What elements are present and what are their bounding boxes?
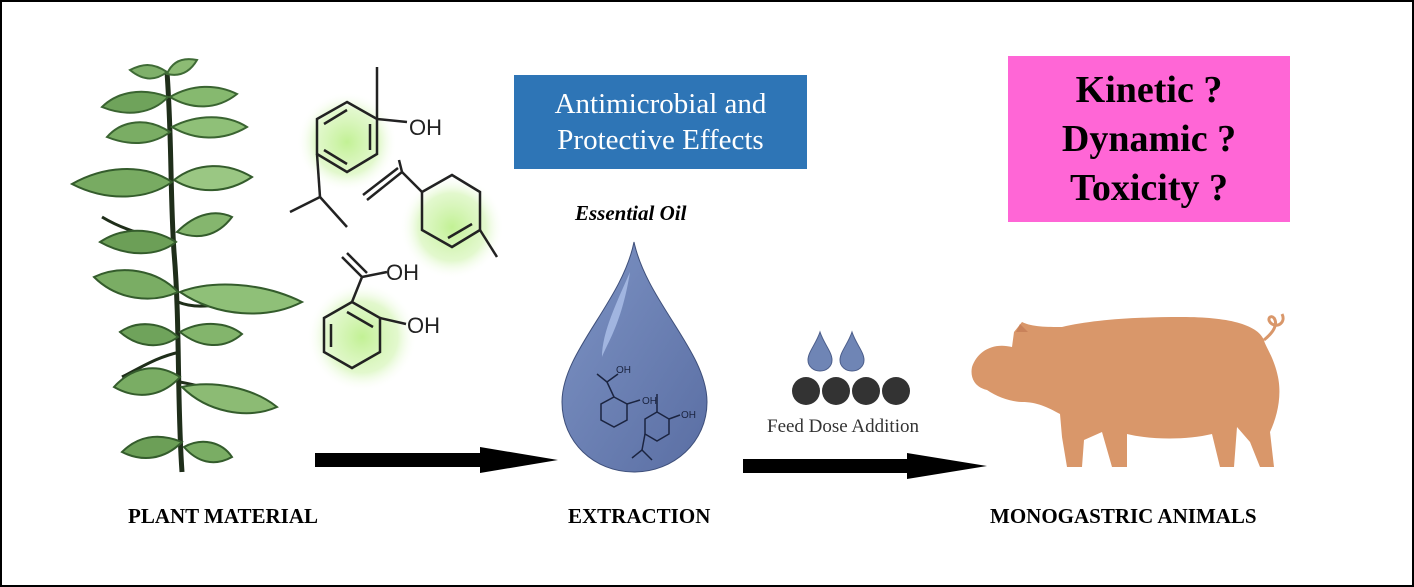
- stage-label-extraction: EXTRACTION: [568, 504, 711, 528]
- antimicrobial-effects-box: Antimicrobial and Protective Effects: [514, 75, 807, 169]
- stage-label-plant-material: PLANT MATERIAL: [128, 504, 318, 528]
- essential-oil-drop-icon: OH OH OH: [561, 241, 708, 473]
- salicylic-acid-molecule-icon: OH OH: [307, 252, 440, 392]
- essential-oil-label: Essential Oil: [575, 201, 687, 225]
- drop-phenol-oh-label: OH: [642, 396, 657, 407]
- question-dynamic: Dynamic ?: [1061, 117, 1237, 160]
- feed-dose-label: Feed Dose Addition: [767, 416, 919, 437]
- question-toxicity: Toxicity ?: [1070, 166, 1228, 209]
- salicylic-acid-oh-label: OH: [407, 313, 440, 338]
- drop-thymol-oh-label: OH: [681, 410, 696, 421]
- drop-acid-oh-label: OH: [616, 365, 631, 376]
- stage-label-monogastric-animals: MONOGASTRIC ANIMALS: [990, 504, 1257, 528]
- arrow-extraction-to-animals-icon: [743, 453, 987, 479]
- open-questions-box: Kinetic ? Dynamic ? Toxicity ?: [1008, 56, 1290, 222]
- thymol-molecule-icon: OH: [289, 67, 442, 228]
- mint-plant-icon: [69, 58, 305, 473]
- arrow-plant-to-extraction-icon: [315, 447, 558, 473]
- question-kinetic: Kinetic ?: [1075, 68, 1223, 111]
- antimicrobial-effects-text: Antimicrobial and Protective Effects: [554, 88, 767, 156]
- thymol-oh-label: OH: [409, 115, 442, 140]
- salicylic-acid-cooh-label: OH: [386, 260, 419, 285]
- feed-pellets-icon: [792, 377, 910, 405]
- pig-silhouette-icon: [971, 313, 1285, 467]
- oil-droplets-icon: [807, 330, 865, 372]
- limonene-molecule-icon: [362, 159, 504, 279]
